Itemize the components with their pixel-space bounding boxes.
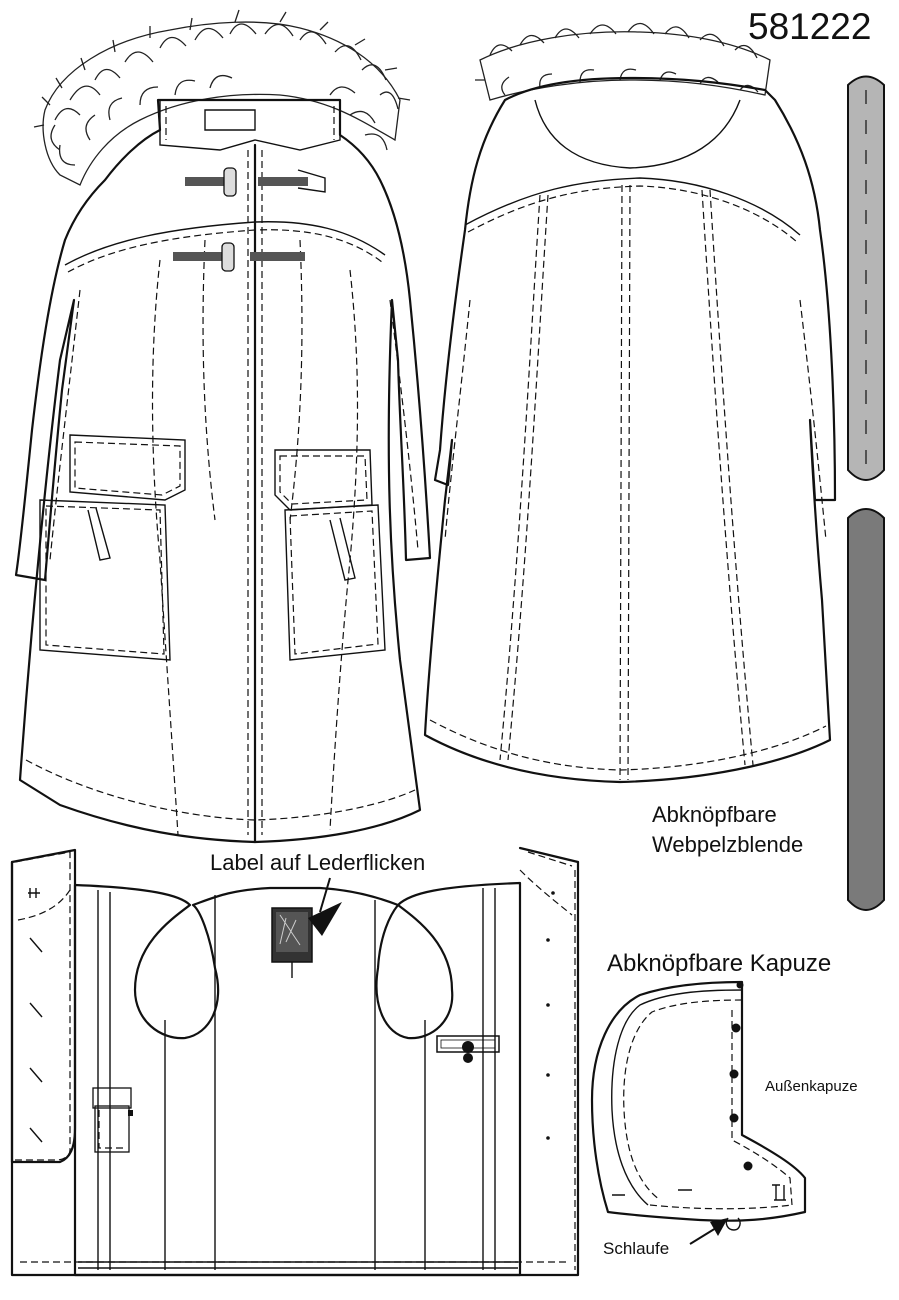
front-pockets — [39, 434, 386, 661]
leather-label-icon — [271, 907, 313, 978]
fur-trim-caption-line2: Webpelzblende — [652, 832, 804, 857]
fur-trim-caption-line1: Abknöpfbare — [652, 802, 777, 827]
hood-title: Abknöpfbare Kapuze — [607, 950, 832, 977]
front-coat-view — [14, 9, 432, 844]
fur-trim-caption: Abknöpfbare Webpelzblende — [652, 800, 803, 860]
back-fur-collar — [475, 22, 771, 101]
button-dot-icon — [729, 981, 753, 1171]
loop-label: Schlaufe — [603, 1239, 670, 1258]
fur-trim-strip-dark — [847, 508, 885, 911]
fur-trim-strip-light — [847, 75, 885, 481]
inner-button-pocket — [436, 1035, 500, 1063]
label-patch-caption: Label auf Lederflicken — [210, 850, 426, 875]
detachable-hood — [590, 980, 807, 1245]
inner-small-pocket — [92, 1087, 133, 1153]
article-number: 581222 — [748, 6, 872, 47]
back-coat-view — [423, 22, 837, 784]
toggle-button-icon — [173, 167, 308, 272]
front-fur-collar — [33, 9, 411, 186]
inside-lining-view — [10, 846, 580, 1277]
outer-hood-label: Außenkapuze — [765, 1078, 858, 1095]
